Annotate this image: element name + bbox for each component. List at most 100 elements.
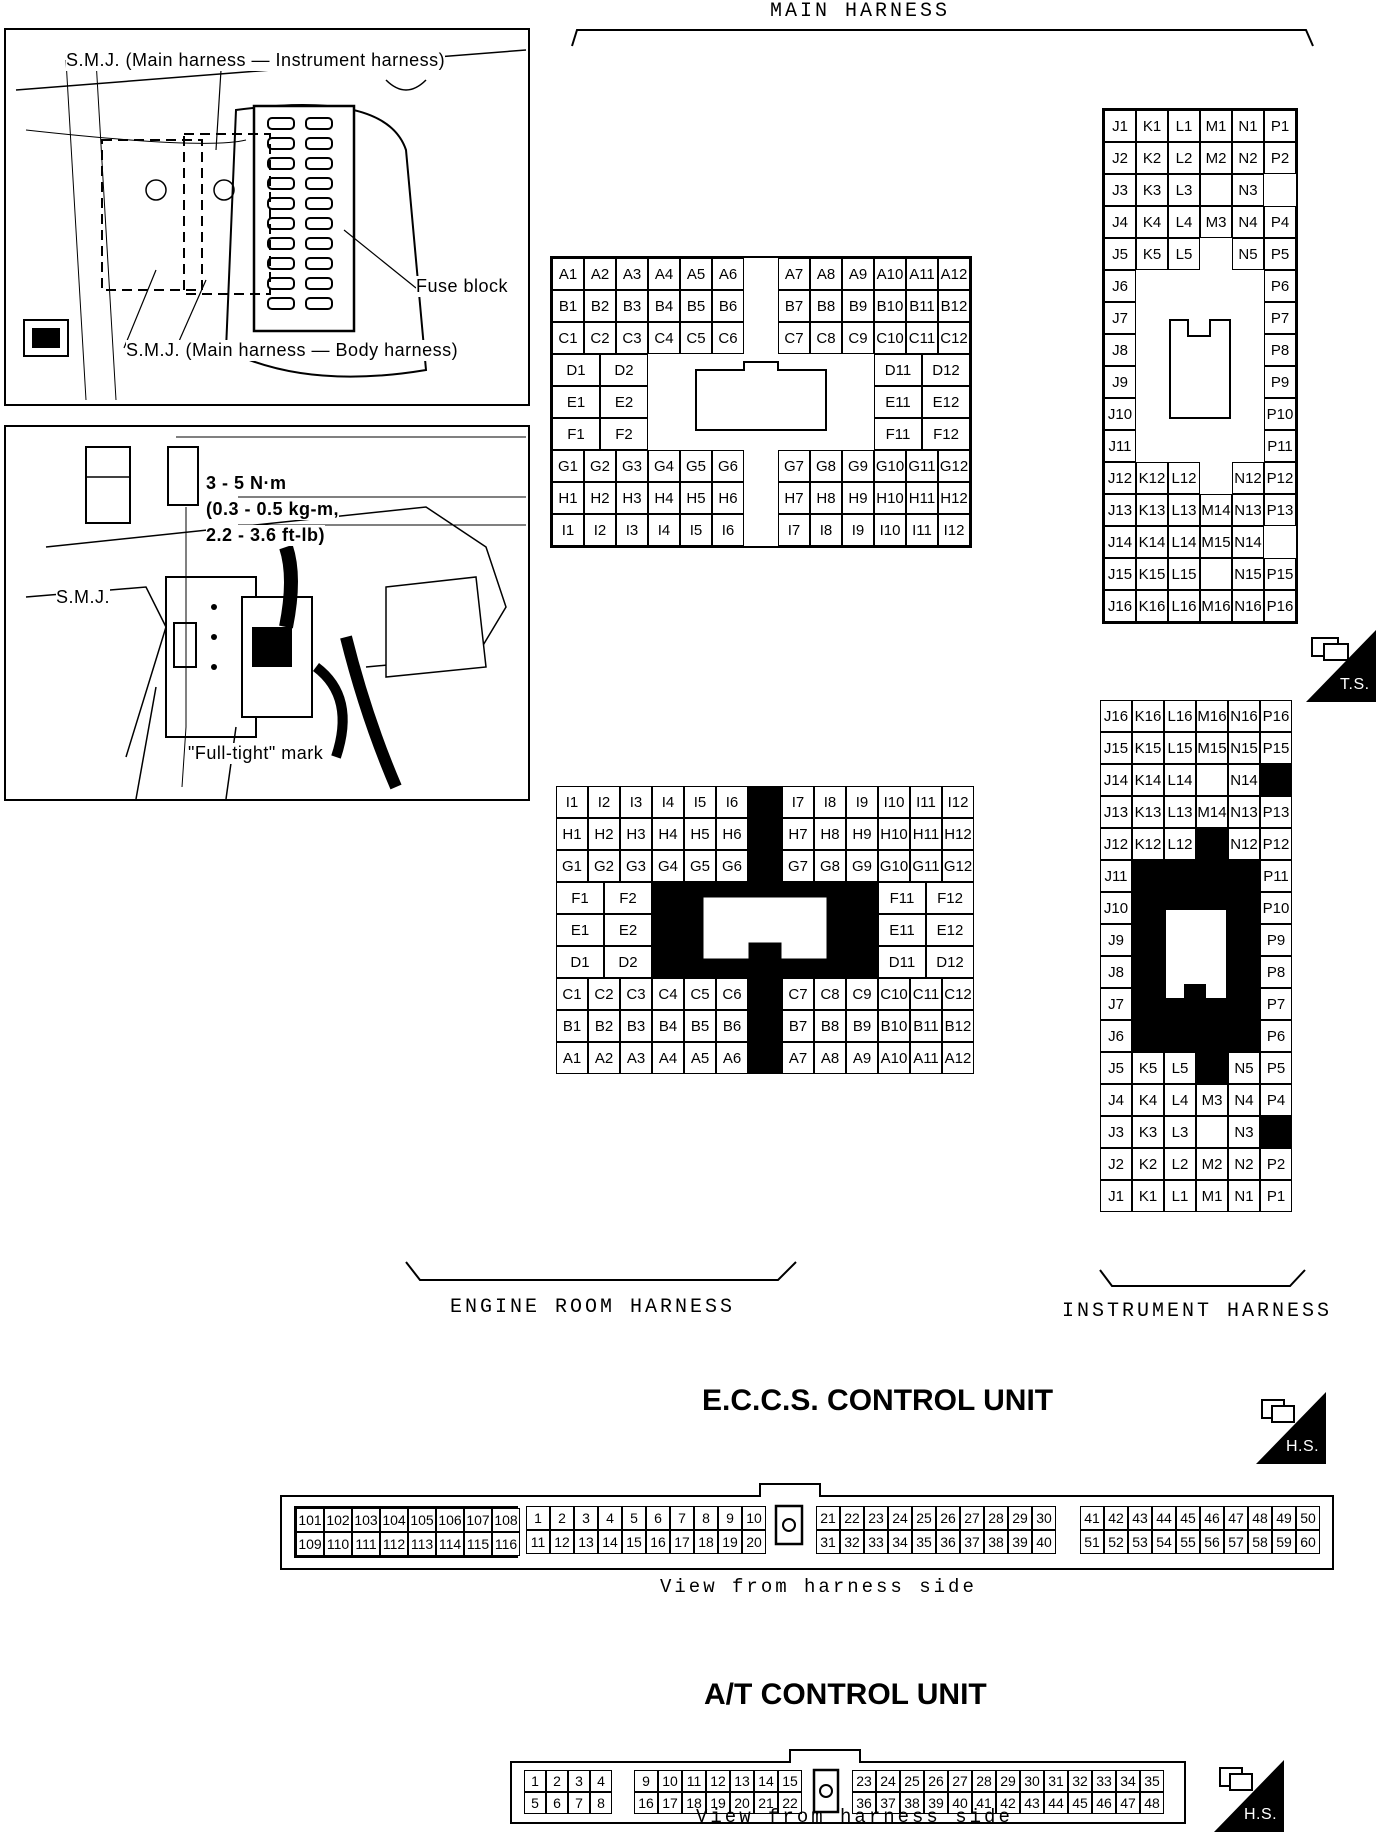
eccs-pin: 23 (864, 1506, 888, 1530)
pin: P10 (1260, 892, 1292, 924)
pin: L15 (1164, 732, 1196, 764)
pin: G6 (712, 450, 744, 482)
eccs-pin: 57 (1224, 1530, 1248, 1554)
pin: C5 (684, 978, 716, 1010)
eccs-pin: 10 (742, 1506, 766, 1530)
pin: N5 (1228, 1052, 1260, 1084)
at-pin: 37 (876, 1792, 900, 1814)
at-pin: 35 (1140, 1770, 1164, 1792)
eccs-pin: 47 (1224, 1506, 1248, 1530)
pin: A11 (910, 1042, 942, 1074)
pin: H6 (712, 482, 744, 514)
ts-badge-label: T.S. (1340, 676, 1370, 693)
pin: I6 (712, 514, 744, 546)
pin: E12 (926, 914, 974, 946)
at-pin: 25 (900, 1770, 924, 1792)
pin: I2 (588, 786, 620, 818)
eccs-pin: 113 (408, 1532, 436, 1556)
eng-center-key (703, 897, 827, 959)
pin: A11 (906, 258, 938, 290)
pin: M3 (1196, 1084, 1228, 1116)
pin: A12 (938, 258, 970, 290)
pin: B5 (684, 1010, 716, 1042)
pin: I4 (648, 514, 680, 546)
pin: B9 (846, 1010, 878, 1042)
pin: N13 (1232, 494, 1264, 526)
main-a-center-key (695, 361, 827, 431)
pin: N16 (1232, 590, 1264, 622)
eccs-pin: 43 (1128, 1506, 1152, 1530)
pin: J2 (1104, 142, 1136, 174)
pin: D12 (926, 946, 974, 978)
eccs-pin: 39 (1008, 1530, 1032, 1554)
pin: C2 (588, 978, 620, 1010)
pin: C6 (716, 978, 748, 1010)
at-pin: 5 (524, 1792, 546, 1814)
pin: J1 (1100, 1180, 1132, 1212)
pin: J7 (1104, 302, 1136, 334)
pin: P1 (1264, 110, 1296, 142)
pin: B9 (842, 290, 874, 322)
smj-main-body-label: S.M.J. (Main harness — Body harness) (126, 340, 459, 361)
at-pin: 28 (972, 1770, 996, 1792)
eccs-pin: 37 (960, 1530, 984, 1554)
at-pin: 32 (1068, 1770, 1092, 1792)
pin: G2 (588, 850, 620, 882)
pin: B8 (810, 290, 842, 322)
pin: L3 (1168, 174, 1200, 206)
pin: F11 (878, 882, 926, 914)
pin: H8 (814, 818, 846, 850)
pin: B10 (878, 1010, 910, 1042)
pin: A9 (842, 258, 874, 290)
eccs-pin: 29 (1008, 1506, 1032, 1530)
pin: H5 (680, 482, 712, 514)
pin (1196, 764, 1228, 796)
eccs-pin: 55 (1176, 1530, 1200, 1554)
pin: J7 (1100, 988, 1132, 1020)
pin: J11 (1100, 860, 1132, 892)
eccs-pin: 8 (694, 1506, 718, 1530)
pin: A3 (620, 1042, 652, 1074)
eccs-pin: 33 (864, 1530, 888, 1554)
pin: P8 (1260, 956, 1292, 988)
pin: H1 (552, 482, 584, 514)
pin: H4 (648, 482, 680, 514)
pin: A10 (878, 1042, 910, 1074)
eccs-pin: 36 (936, 1530, 960, 1554)
pin: A6 (716, 1042, 748, 1074)
pin: J16 (1104, 590, 1136, 622)
pin: I9 (846, 786, 878, 818)
pin: C4 (652, 978, 684, 1010)
pin: P15 (1260, 732, 1292, 764)
pin: K12 (1132, 828, 1164, 860)
pin: G1 (552, 450, 584, 482)
pin: J13 (1100, 796, 1132, 828)
pin: G12 (938, 450, 970, 482)
pin: H6 (716, 818, 748, 850)
eccs-pin: 30 (1032, 1506, 1056, 1530)
pin: A12 (942, 1042, 974, 1074)
pin: B3 (616, 290, 648, 322)
at-pin: 26 (924, 1770, 948, 1792)
eccs-pin: 106 (436, 1508, 464, 1532)
pin: G6 (716, 850, 748, 882)
eccs-pin: 12 (550, 1530, 574, 1554)
pin: G2 (584, 450, 616, 482)
eccs-pin: 58 (1248, 1530, 1272, 1554)
pin: G4 (648, 450, 680, 482)
pin: P16 (1264, 590, 1296, 622)
pin: B1 (552, 290, 584, 322)
pin: B6 (716, 1010, 748, 1042)
pin: J3 (1100, 1116, 1132, 1148)
pin: I11 (906, 514, 938, 546)
pin: K12 (1136, 462, 1168, 494)
pin: I3 (620, 786, 652, 818)
eccs-hs-badge-label: H.S. (1286, 1438, 1320, 1455)
pin: A4 (652, 1042, 684, 1074)
